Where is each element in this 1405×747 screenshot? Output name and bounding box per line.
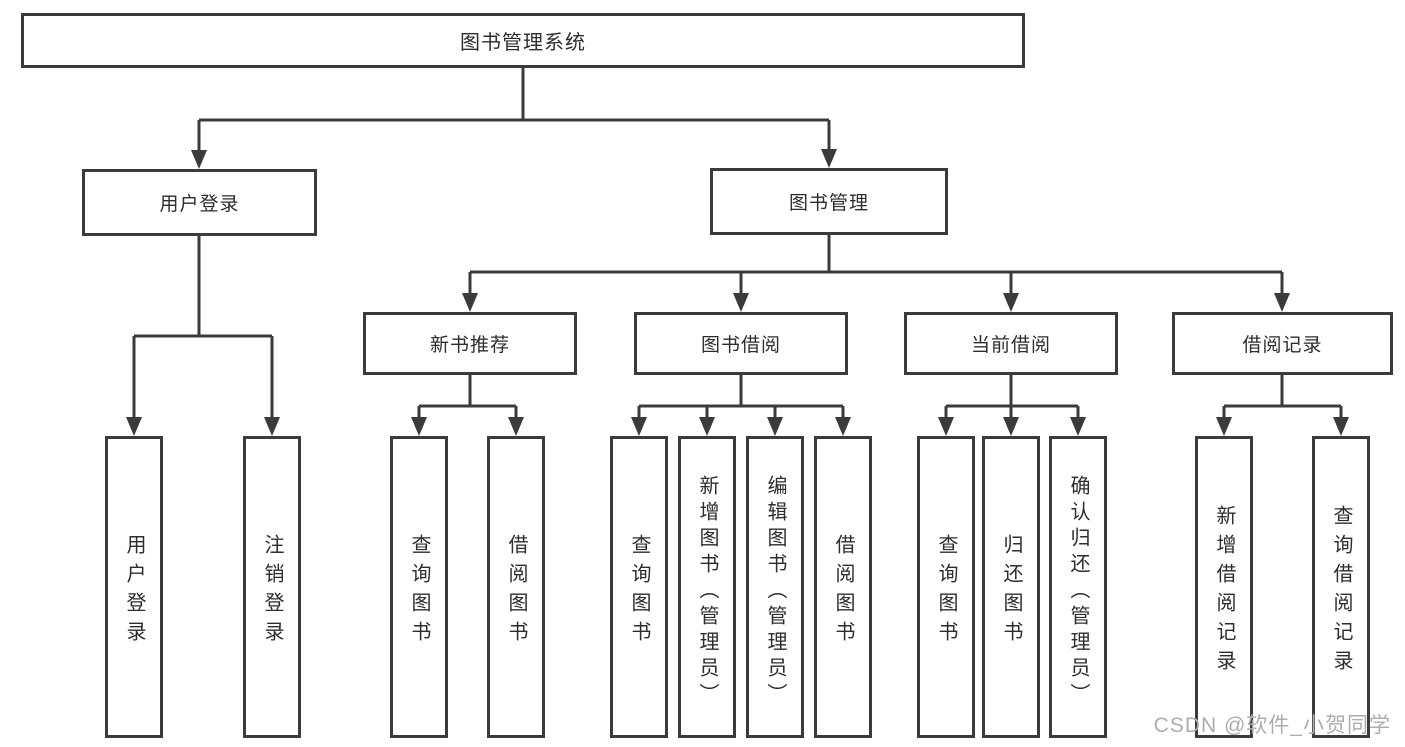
node-book-borrowing: 图书借阅: [634, 312, 848, 375]
node-current-borrowing: 当前借阅: [904, 312, 1118, 375]
csdn-watermark: CSDN @软件_小贺同学: [1153, 714, 1391, 737]
leaf-borrow-books-borrowing: 借阅图书: [814, 436, 872, 738]
leaf-query-books-borrowing: 查询图书: [610, 436, 668, 738]
leaf-borrow-books-recommend: 借阅图书: [487, 436, 545, 738]
leaf-query-borrow-record: 查询借阅记录: [1312, 436, 1370, 738]
node-user-login: 用户登录: [82, 169, 317, 236]
leaf-user-login: 用户登录: [105, 436, 163, 738]
leaf-return-books: 归还图书: [982, 436, 1040, 738]
leaf-query-books-current: 查询图书: [917, 436, 975, 738]
node-library-management-system: 图书管理系统: [21, 13, 1025, 68]
node-borrowing-records: 借阅记录: [1172, 312, 1393, 375]
arrowheads: [126, 149, 1349, 436]
node-book-management: 图书管理: [710, 168, 948, 235]
leaf-confirm-return-admin: 确认归还（管理员）: [1049, 436, 1107, 738]
leaf-edit-book-admin: 编辑图书（管理员）: [746, 436, 804, 738]
leaf-logout-login: 注销登录: [243, 436, 301, 738]
leaf-add-book-admin: 新增图书（管理员）: [678, 436, 736, 738]
node-new-book-recommendation: 新书推荐: [363, 312, 577, 375]
leaf-query-books-recommend: 查询图书: [390, 436, 448, 738]
leaf-add-borrow-record: 新增借阅记录: [1195, 436, 1253, 738]
